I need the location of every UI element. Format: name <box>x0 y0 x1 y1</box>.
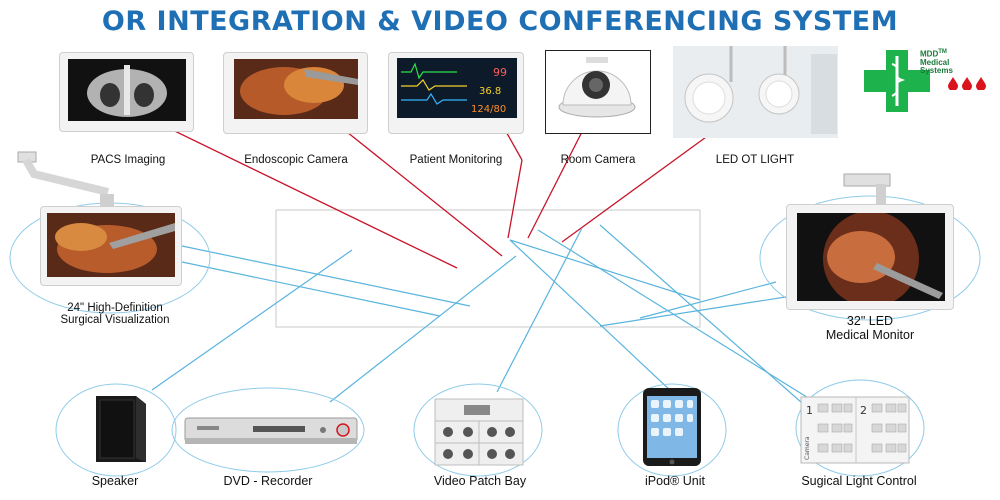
led32-outline <box>759 195 981 321</box>
endoscopic-circle-view-icon <box>797 213 945 301</box>
blue-line-ipod <box>509 239 673 393</box>
hd24-label-line1: 24" High-Definition <box>67 302 163 314</box>
patmon-label: Patient Monitoring <box>409 154 503 166</box>
led32-label: 32" LED Medical Monitor <box>800 314 940 342</box>
led32-label-line2: Medical Monitor <box>825 328 915 342</box>
light-control-panel-icon[interactable]: 1 2 Camera <box>800 396 910 464</box>
dvd-recorder-icon[interactable] <box>183 412 361 446</box>
blue-line-hd24-a <box>181 245 471 307</box>
light-control-num2: 2 <box>860 404 867 417</box>
light-control-side-label: Camera <box>804 436 811 460</box>
blood-drops-icon <box>948 77 986 90</box>
dvd-outline <box>171 387 365 473</box>
red-line-pacs <box>151 119 458 269</box>
blue-line-hd24-b <box>181 261 441 317</box>
patch-outline <box>413 383 543 477</box>
readout-3: 124/80 <box>471 104 506 115</box>
dome-camera-icon <box>558 57 636 118</box>
patient-monitor[interactable]: 99 36.8 124/80 <box>388 52 524 134</box>
logo-text-systems: Systems <box>920 65 953 75</box>
xray-monitor-icon <box>68 59 186 121</box>
lightctl-label: Sugical Light Control <box>801 474 917 488</box>
blue-line-hub-a <box>509 239 701 301</box>
green-cross-icon <box>864 50 930 112</box>
speaker-outline <box>55 383 177 477</box>
room-camera[interactable] <box>545 50 651 134</box>
roomcam-label: Room Camera <box>560 154 636 166</box>
red-line-roomcam <box>527 123 587 239</box>
surgical-view-icon <box>47 213 175 277</box>
otlight-label: LED OT LIGHT <box>715 154 795 166</box>
logo-tm: TM <box>938 49 947 55</box>
endoscopic-monitor[interactable] <box>223 52 368 134</box>
dvd-label: DVD - Recorder <box>223 474 313 488</box>
speaker-icon[interactable] <box>90 392 148 464</box>
video-patch-bay-icon[interactable] <box>434 398 524 466</box>
led32-monitor[interactable] <box>786 204 954 310</box>
ot-light[interactable] <box>673 46 838 138</box>
logo-text-mdd: MDD <box>920 49 939 59</box>
endo-label: Endoscopic Camera <box>244 154 348 166</box>
blue-line-lightctl <box>537 229 819 405</box>
hd24-label: 24" High-Definition Surgical Visualizati… <box>20 302 210 326</box>
endoscope-monitor-icon <box>234 59 358 119</box>
red-line-endo <box>341 127 503 257</box>
patch-label: Video Patch Bay <box>433 474 527 488</box>
blue-line-hub-b <box>599 224 811 411</box>
red-line-patmon-2 <box>507 159 523 239</box>
blue-line-led32-a <box>599 295 793 327</box>
monitor-arm-icon <box>17 151 114 208</box>
readout-1: 99 <box>493 66 507 79</box>
lightctl-outline <box>795 379 925 477</box>
ipod-label: iPod® Unit <box>645 474 705 488</box>
central-hub-frame <box>275 209 701 328</box>
vital-signs-monitor-icon: 99 36.8 124/80 <box>397 58 517 118</box>
led32-label-line1: 32" LED <box>846 314 894 328</box>
blue-line-led32-b <box>639 281 777 319</box>
pacs-monitor[interactable] <box>59 52 194 132</box>
readout-2: 36.8 <box>479 86 501 97</box>
pacs-label: PACS Imaging <box>90 154 166 166</box>
blue-line-dvd <box>329 255 517 403</box>
blue-line-speaker <box>151 249 353 391</box>
hd24-label-line2: Surgical Visualization <box>60 314 170 326</box>
red-line-otlight <box>561 131 714 243</box>
blue-line-patch <box>496 227 583 393</box>
ipod-tablet-icon[interactable] <box>641 386 703 468</box>
page-title: OR INTEGRATION & VIDEO CONFERENCING SYST… <box>101 6 899 37</box>
speaker-label: Speaker <box>91 474 139 488</box>
surgical-light-icon <box>673 46 838 138</box>
light-control-num1: 1 <box>806 404 813 417</box>
ipod-outline <box>617 383 727 477</box>
mdd-logo: MDDTM Medical Systems <box>862 46 992 116</box>
hd24-monitor[interactable] <box>40 206 182 286</box>
led32-mount-icon <box>843 173 891 210</box>
logo-text-medical: Medical <box>920 57 950 67</box>
